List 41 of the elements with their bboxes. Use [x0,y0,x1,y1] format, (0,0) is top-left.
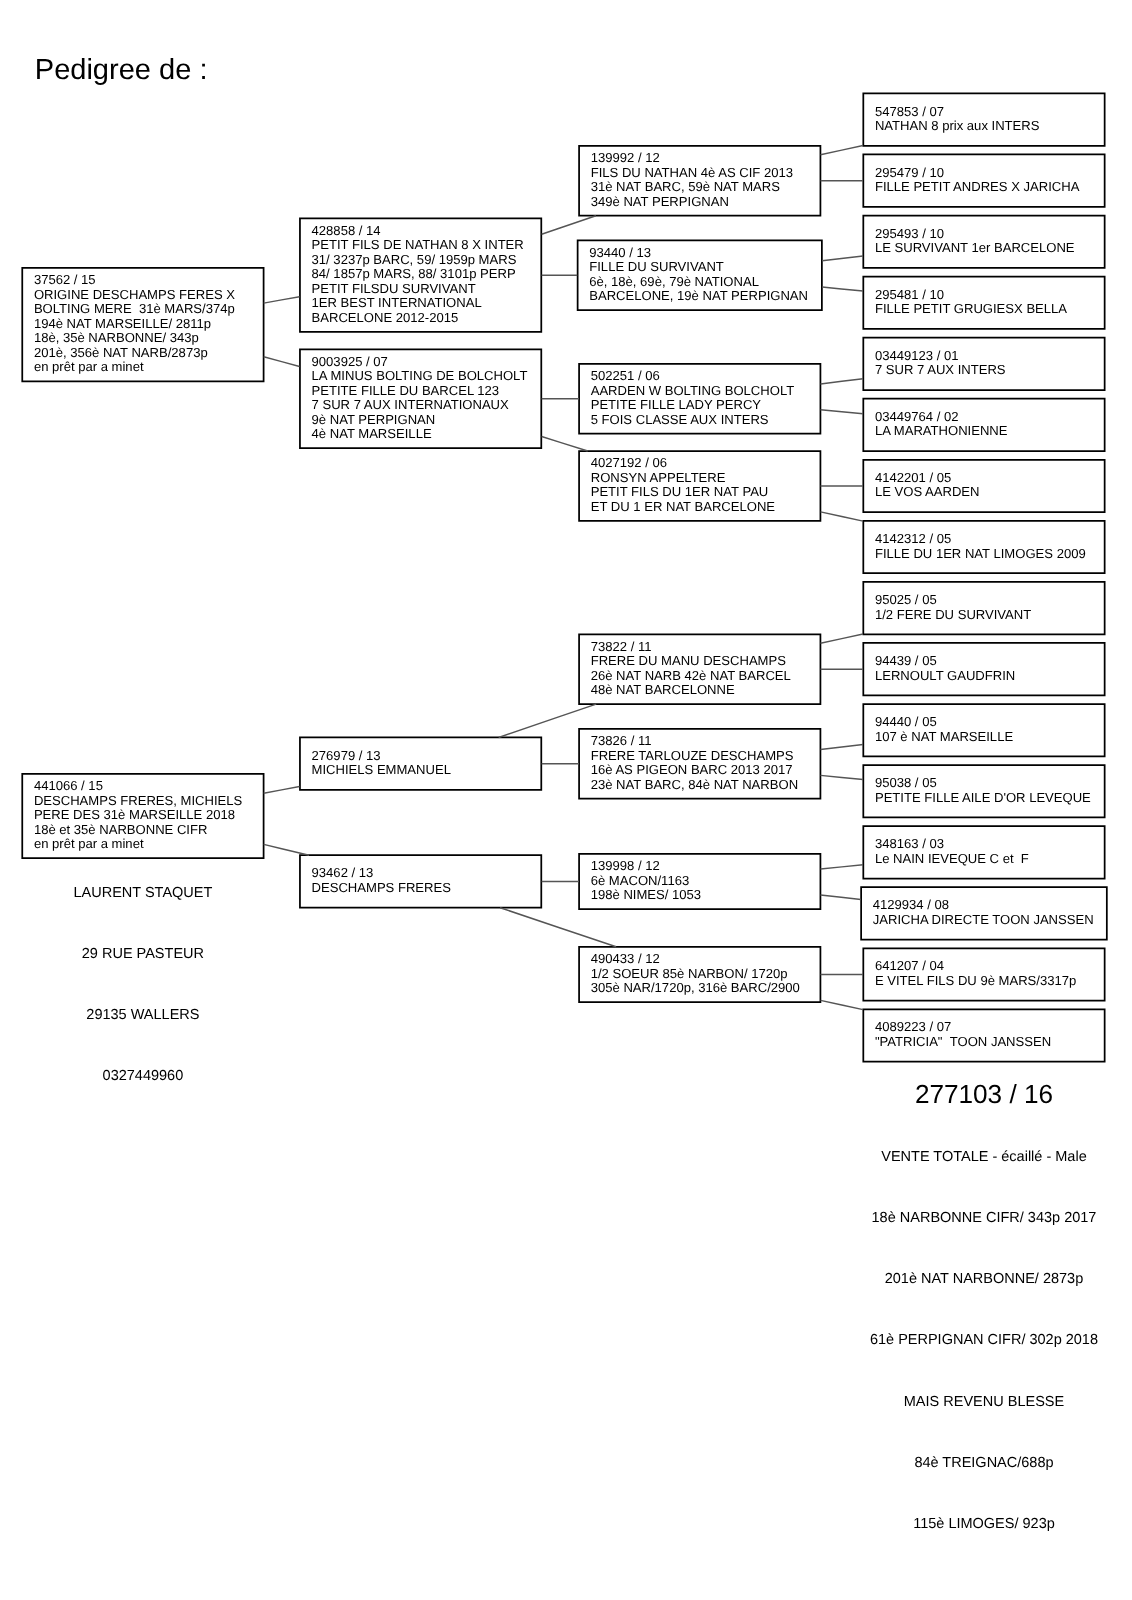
connector [540,762,580,765]
connector [499,906,617,948]
connector [819,179,864,182]
label: 277103 / 16 [914,1078,1054,1109]
connector [540,274,578,276]
connector [497,703,597,739]
connector [819,774,864,781]
label: LAURENT STAQUET [73,882,213,901]
connector [540,435,589,452]
connector [819,144,864,156]
label: 29 RUE PASTEUR [81,943,205,962]
label: 201è NAT NARBONNE/ 2873p [884,1269,1084,1288]
diagram-title: Pedigree de : [34,54,208,87]
connector [262,295,301,304]
connector [819,633,864,644]
connector [819,377,864,385]
connector [819,973,864,976]
connector [819,999,864,1011]
label: 0327449960 [102,1065,184,1084]
connector [821,286,864,292]
connector [540,880,580,883]
label: VENTE TOTALE - écaillé - Male [881,1147,1087,1166]
connector [819,894,862,901]
connector [819,743,864,751]
connector [262,785,301,794]
label: 115è LIMOGES/ 923p [913,1513,1055,1532]
connector [262,843,310,856]
connector [819,409,864,415]
connector [540,398,580,400]
label: 84è TREIGNAC/688p [914,1452,1054,1471]
connector [540,214,597,235]
connector [262,356,301,368]
connector [819,485,864,487]
connector [819,863,864,870]
connector [819,511,864,522]
label: MAIS REVENU BLESSE [903,1391,1065,1410]
label: 18è NARBONNE CIFR/ 343p 2017 [871,1208,1097,1227]
label: 29135 WALLERS [86,1004,200,1023]
connector [819,668,864,670]
label: 61è PERPIGNAN CIFR/ 302p 2018 [869,1330,1099,1349]
connector [821,255,864,262]
